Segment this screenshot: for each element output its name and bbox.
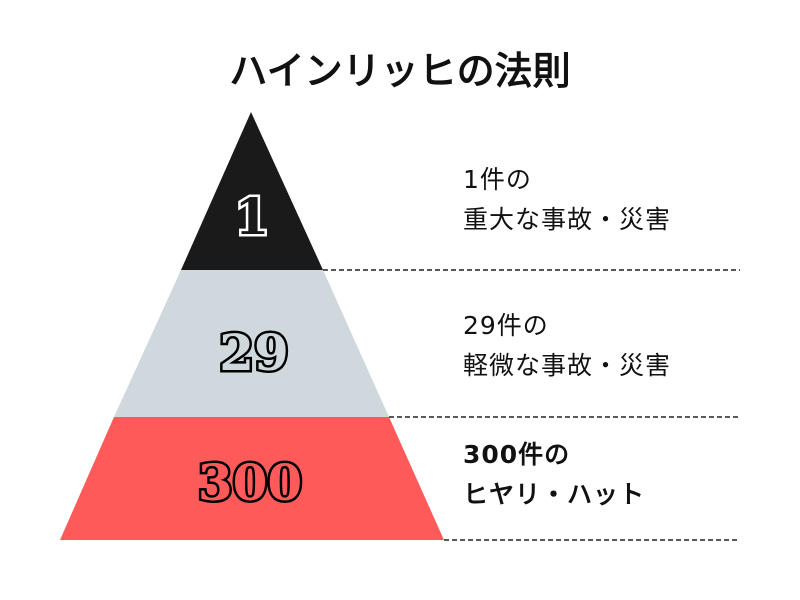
tier-bottom-count: 300件の [463,440,571,469]
tier-middle-count: 29件の [463,311,549,340]
tier-top-desc: 重大な事故・災害 [463,205,672,234]
tier-top [181,112,323,270]
tier-middle-number: 29 [219,323,289,382]
tier-bottom-number: 300 [198,453,302,512]
tier-bottom [60,417,444,540]
tier-top-label: 1件の 重大な事故・災害 [463,160,671,240]
tier-bottom-desc: ヒヤリ・ハット [463,480,646,509]
diagram-title: ハインリッヒの法則 [229,49,571,93]
tier-top-number: 1 [235,187,270,246]
tier-top-count: 1件の [463,165,532,194]
tier-bottom-label: 300件の ヒヤリ・ハット [463,435,645,515]
tier-middle-desc: 軽微な事故・災害 [463,351,672,380]
tier-middle [114,270,389,417]
tier-middle-label: 29件の 軽微な事故・災害 [463,306,671,386]
